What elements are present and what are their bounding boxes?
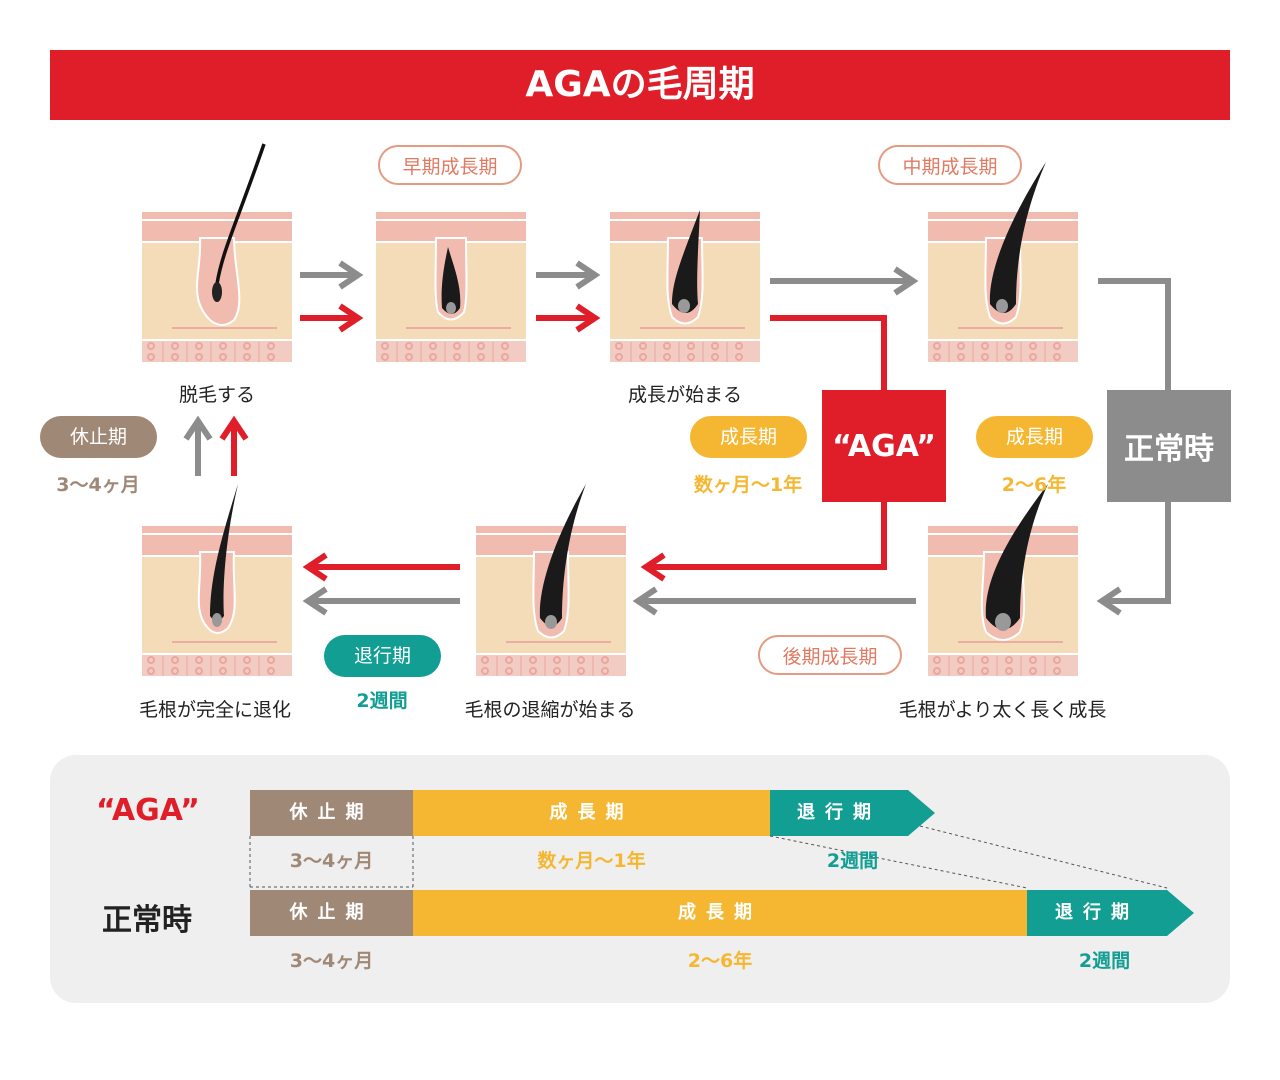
timeline-aga-growth-duration: 数ヶ月〜1年 bbox=[537, 850, 646, 872]
timeline-normal-rest-duration: 3〜4ヶ月 bbox=[289, 950, 374, 972]
timeline-normal-label: 正常時 bbox=[102, 903, 192, 938]
timeline-aga-arrowhead bbox=[908, 790, 935, 836]
timeline-aga-rest: 休止期 bbox=[250, 790, 413, 836]
normal-route-box: 正常時 bbox=[1107, 390, 1231, 502]
early-growth-pill: 早期成長期 bbox=[378, 145, 522, 185]
hair-cycle-diagram bbox=[141, 143, 1171, 677]
normal-route-top bbox=[1098, 278, 1171, 392]
caption-growth-start: 成長が始まる bbox=[627, 384, 742, 406]
caption-shedding: 脱毛する bbox=[178, 384, 255, 406]
arrow-gray-2-3 bbox=[536, 260, 601, 290]
regress-phase-label: 退行期 bbox=[353, 645, 411, 667]
regress-phase-duration: 2週間 bbox=[356, 690, 408, 712]
aga-growth-duration: 数ヶ月〜1年 bbox=[693, 474, 803, 496]
skin-block-regression-complete bbox=[141, 484, 293, 677]
timeline-aga-rest-duration: 3〜4ヶ月 bbox=[289, 850, 374, 872]
timeline-aga-growth: 成長期 bbox=[413, 790, 770, 836]
arrow-gray-normal-head bbox=[1096, 586, 1122, 616]
skin-block-late-growth bbox=[927, 484, 1079, 677]
timeline-normal-growth-duration: 2〜6年 bbox=[687, 950, 753, 972]
early-growth-label: 早期成長期 bbox=[402, 156, 498, 178]
arrow-gray-6-5 bbox=[302, 586, 460, 616]
timeline-aga-label: “AGA” bbox=[96, 793, 200, 828]
timeline-normal-growth: 成長期 bbox=[413, 890, 1027, 936]
arrow-red-1-2 bbox=[300, 303, 364, 333]
rest-phase-pill: 休止期 bbox=[40, 416, 157, 458]
skin-block-early-growth bbox=[375, 211, 527, 363]
arrow-gray-up bbox=[183, 415, 213, 476]
arrow-gray-3-4 bbox=[770, 266, 919, 296]
aga-growth-pill: 成長期 bbox=[690, 416, 807, 458]
arrow-red-up bbox=[219, 415, 249, 476]
timeline-normal-regress: 退行期 bbox=[1027, 890, 1167, 936]
mid-growth-label: 中期成長期 bbox=[902, 156, 998, 178]
arrow-gray-7-6 bbox=[632, 586, 916, 616]
rest-phase-label: 休止期 bbox=[69, 426, 127, 448]
skin-block-mid-growth bbox=[927, 162, 1079, 363]
timeline-normal-rest: 休止期 bbox=[250, 890, 413, 936]
dash-regress-end bbox=[919, 825, 1168, 889]
page-title: AGAの毛周期 bbox=[525, 64, 755, 105]
normal-growth-label: 成長期 bbox=[1005, 426, 1063, 448]
caption-regression-start: 毛根の退縮が始まる bbox=[464, 699, 636, 721]
skin-block-growth-start bbox=[609, 210, 761, 363]
normal-route-label: 正常時 bbox=[1124, 432, 1214, 467]
regress-phase-pill: 退行期 bbox=[324, 635, 441, 677]
aga-route-top bbox=[770, 315, 887, 392]
aga-route-bottom bbox=[648, 500, 887, 570]
aga-route-box: “AGA” bbox=[822, 390, 946, 502]
mid-growth-pill: 中期成長期 bbox=[878, 145, 1022, 185]
arrow-red-2-3 bbox=[536, 303, 601, 333]
skin-block-regression-start bbox=[475, 484, 627, 677]
arrow-red-aga-head bbox=[640, 552, 666, 582]
timeline-normal-arrowhead bbox=[1167, 890, 1194, 936]
rest-phase-duration: 3〜4ヶ月 bbox=[56, 474, 140, 496]
caption-regression-complete: 毛根が完全に退化 bbox=[138, 699, 291, 721]
late-growth-label: 後期成長期 bbox=[782, 646, 878, 668]
title-banner: AGAの毛周期 bbox=[50, 50, 1230, 120]
timeline-aga-regress-duration: 2週間 bbox=[826, 850, 879, 872]
aga-route-label: “AGA” bbox=[832, 428, 936, 464]
dash-regress-start bbox=[769, 835, 1028, 889]
late-growth-pill: 後期成長期 bbox=[758, 635, 902, 675]
normal-growth-duration: 2〜6年 bbox=[1001, 474, 1067, 496]
arrow-gray-1-2 bbox=[300, 260, 364, 290]
skin-block-shedding bbox=[141, 143, 293, 363]
normal-growth-pill: 成長期 bbox=[976, 416, 1093, 458]
arrow-red-6-5 bbox=[302, 552, 460, 582]
normal-route-bottom bbox=[1104, 500, 1171, 604]
timeline-aga-regress: 退行期 bbox=[770, 790, 908, 836]
caption-thicker-longer: 毛根がより太く長く成長 bbox=[898, 699, 1107, 721]
timeline-normal-regress-duration: 2週間 bbox=[1078, 950, 1131, 972]
aga-growth-label: 成長期 bbox=[719, 426, 777, 448]
